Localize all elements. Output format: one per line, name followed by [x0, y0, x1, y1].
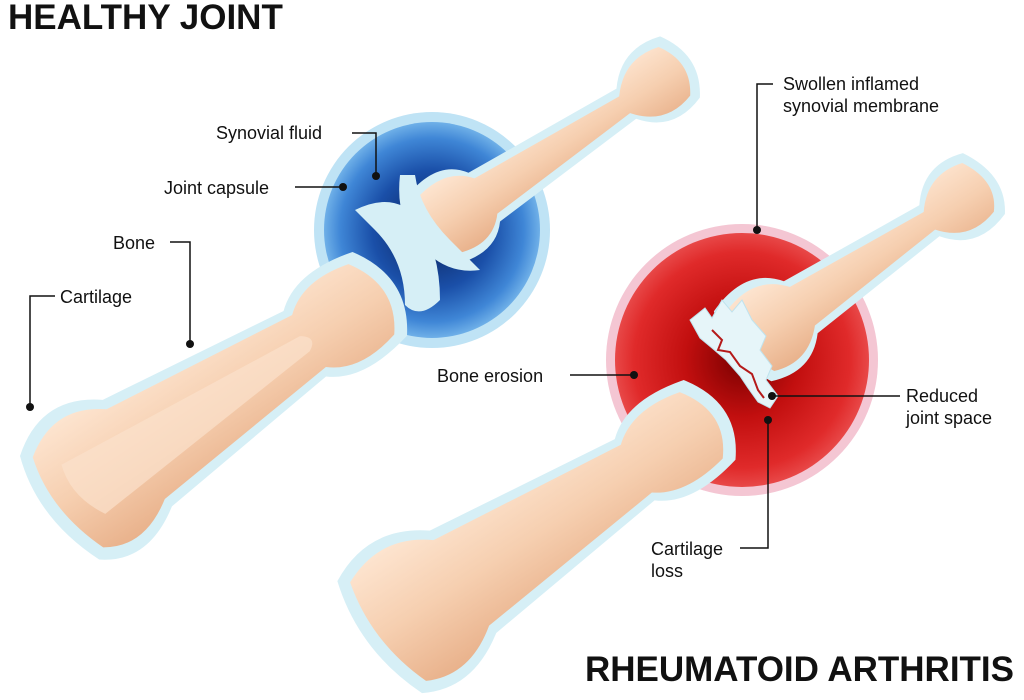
- label-joint-capsule: Joint capsule: [164, 178, 270, 198]
- leader-lines: [29, 83, 900, 549]
- healthy-joint-title: HEALTHY JOINT: [8, 0, 283, 37]
- label-reduced-line1: Reduced: [906, 386, 979, 406]
- label-swollen-line2: synovial membrane: [783, 96, 940, 116]
- leader-synovial-fluid: [352, 132, 377, 176]
- leader-swollen: [756, 83, 773, 230]
- dot-reduced-joint: [768, 392, 776, 400]
- leader-bone: [170, 241, 191, 344]
- rheumatoid-arthritis-title: RHEUMATOID ARTHRITIS: [584, 650, 1014, 689]
- label-swollen-line1: Swollen inflamed: [783, 74, 920, 94]
- dot-bone-erosion: [630, 371, 638, 379]
- label-synovial-fluid: Synovial fluid: [216, 123, 323, 143]
- dot-bone: [186, 340, 194, 348]
- dot-cartilage-loss: [764, 416, 772, 424]
- ra-lower-bone: [337, 380, 736, 694]
- label-cartilage-loss-line2: loss: [651, 561, 684, 581]
- label-cartilage-loss-line1: Cartilage: [651, 539, 724, 559]
- label-reduced-line2: joint space: [906, 408, 993, 428]
- label-bone-erosion: Bone erosion: [437, 366, 544, 386]
- dot-synovial-fluid: [372, 172, 380, 180]
- ra-joint: [337, 153, 1005, 694]
- cartilage-loss-shape: [689, 299, 779, 409]
- ra-upper-bone: [713, 153, 1005, 382]
- dot-cartilage: [26, 403, 34, 411]
- leader-cartilage: [29, 295, 55, 407]
- leader-dots: [26, 172, 776, 424]
- label-bone: Bone: [113, 233, 156, 253]
- dot-swollen: [753, 226, 761, 234]
- label-cartilage: Cartilage: [60, 287, 133, 307]
- healthy-upper-bone: [403, 36, 700, 265]
- healthy-lower-bone: [19, 251, 408, 560]
- dot-joint-capsule: [339, 183, 347, 191]
- leader-cartilage-loss: [740, 420, 769, 549]
